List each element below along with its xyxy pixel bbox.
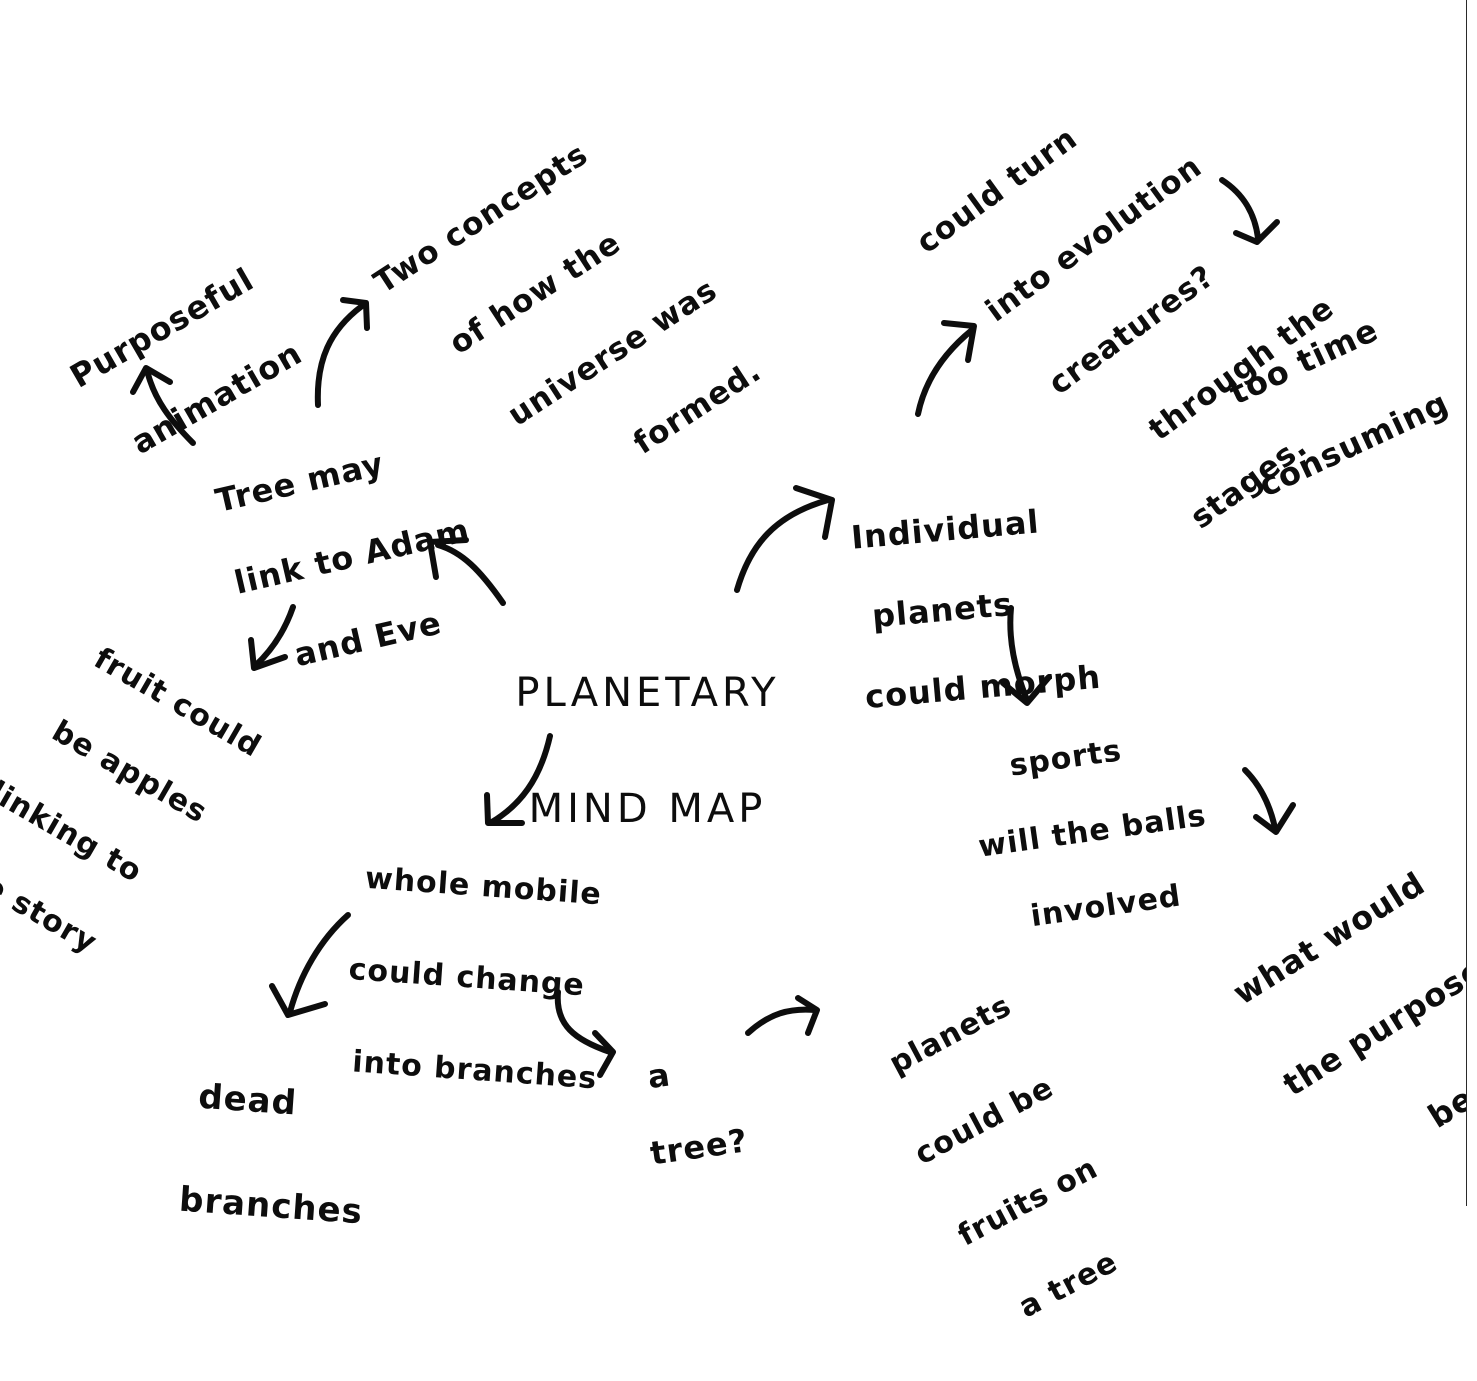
node-line: link to Adam xyxy=(230,510,474,602)
arrowhead-sports-to-purpose xyxy=(1253,802,1296,835)
arrowhead-mobile-to-dead xyxy=(269,983,328,1018)
connector-arrows xyxy=(130,177,1296,1078)
arrow-center-to-tree xyxy=(435,542,506,606)
arrow-center-to-planets xyxy=(734,497,831,593)
arrowhead-evolution-to-time xyxy=(1233,219,1280,245)
center-title: PLANETARY MIND MAP xyxy=(490,606,805,896)
node-line: planets xyxy=(883,988,1018,1082)
arrowhead-tree-to-fruit xyxy=(248,637,288,671)
node-line: a tree xyxy=(1013,1244,1124,1326)
arrowhead-mobile-to-tree xyxy=(592,1030,616,1078)
node-whole-mobile: whole mobile could change into branches xyxy=(348,810,615,1148)
arrowhead-center-to-mobile xyxy=(484,792,525,826)
node-line: whole mobile xyxy=(364,860,603,913)
arrowhead-tree-to-fruits xyxy=(795,995,820,1036)
arrow-mobile-to-tree xyxy=(554,989,613,1055)
arrowhead-center-to-tree xyxy=(427,537,469,580)
node-line: involved xyxy=(1028,878,1184,935)
node-line: Individual xyxy=(849,502,1041,557)
node-line: sports xyxy=(1007,733,1125,784)
arrow-planets-to-evolution xyxy=(915,327,975,417)
node-line: could change xyxy=(347,951,587,1004)
arrow-evolution-to-time xyxy=(1219,177,1261,241)
arrowhead-center-to-planets xyxy=(793,485,835,540)
arrow-tree-to-purposeful xyxy=(145,371,196,446)
node-line: will the balls xyxy=(976,798,1209,865)
node-line: a xyxy=(645,1055,673,1097)
arrow-tree-to-fruits xyxy=(745,1006,818,1036)
center-title-line: PLANETARY xyxy=(515,670,780,716)
arrowhead-tree-to-purposeful xyxy=(130,365,173,395)
arrow-tree-to-concepts xyxy=(314,303,365,408)
arrow-center-to-mobile xyxy=(489,733,553,825)
node-line: dead xyxy=(197,1076,299,1124)
node-line: planets xyxy=(870,585,1015,636)
node-line: consuming xyxy=(1252,383,1455,505)
arrow-planets-to-sports xyxy=(1007,605,1030,703)
mind-map-canvas: PLANETARY MIND MAP Tree may link to Adam… xyxy=(0,0,1477,1325)
arrowhead-tree-to-concepts xyxy=(340,297,370,331)
node-line: fruits on xyxy=(952,1150,1104,1254)
arrowhead-planets-to-sports xyxy=(1000,674,1052,706)
node-line: and Eve xyxy=(290,603,446,675)
arrow-tree-to-fruit xyxy=(253,604,296,668)
canvas-right-edge xyxy=(1466,0,1477,1206)
node-line: could be xyxy=(909,1070,1060,1173)
arrow-mobile-to-dead xyxy=(287,912,351,1015)
arrowhead-planets-to-evolution xyxy=(941,320,977,363)
center-title-line: MIND MAP xyxy=(528,786,767,832)
node-sports-balls: sports will the balls involved xyxy=(976,684,1225,975)
node-line: into branches xyxy=(351,1044,599,1097)
arrow-sports-to-purpose xyxy=(1242,767,1278,831)
node-dead-branches: dead branches xyxy=(174,1018,376,1290)
node-line: tree? xyxy=(647,1121,751,1173)
